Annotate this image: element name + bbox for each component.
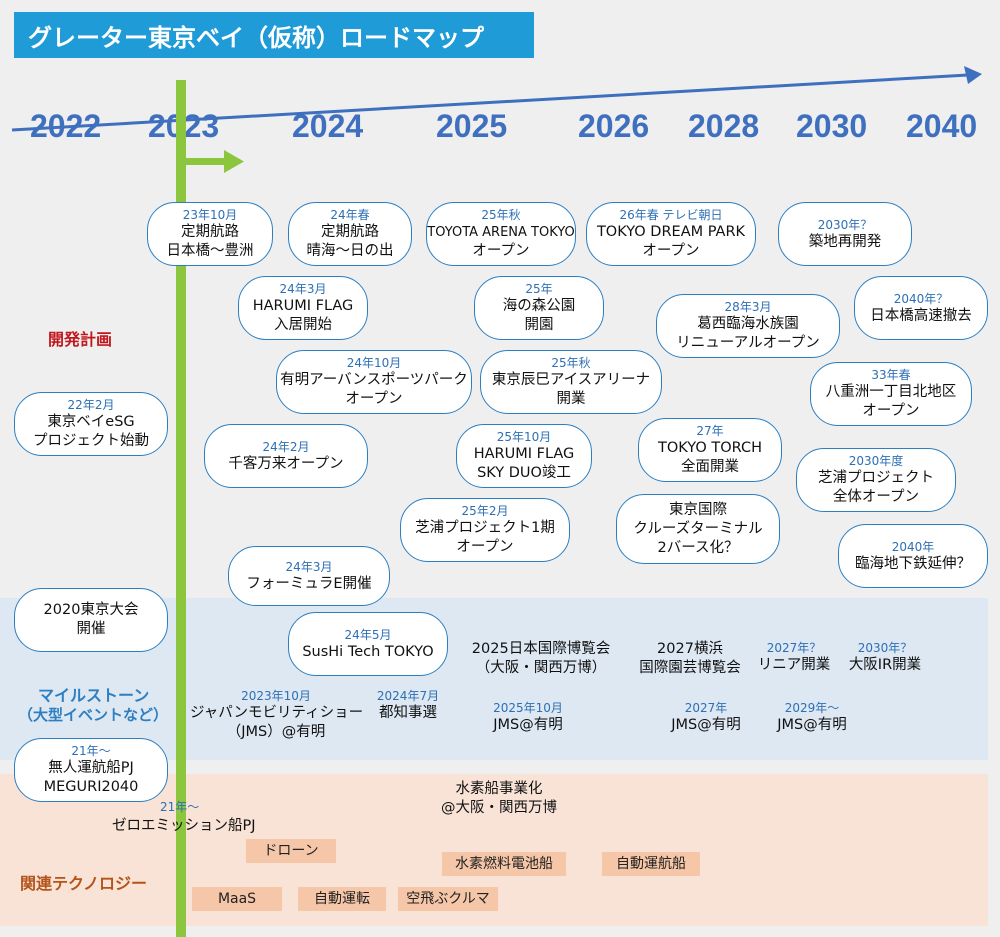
year-2040: 2040 (906, 108, 978, 144)
tech-tag-autonomous-ship: 自動運航船 (602, 852, 700, 876)
tech-zero-emission: ゼロエミッション船PJ (112, 818, 256, 834)
dev-item-rinkai-subway: 2040年臨海地下鉄延伸？ (838, 524, 988, 588)
tech-zero-emission-date: 21年～ (160, 800, 200, 814)
tech-hydrogen-ship: 水素船事業化@大阪・関西万博 (441, 781, 557, 816)
milestone-yokohama-expo: 2027横浜国際園芸博覧会 (639, 641, 741, 676)
tech-tag-maas: MaaS (192, 887, 282, 911)
milestone-jms-2023: 2023年10月ジャパンモビリティショー（JMS）@有明 (190, 689, 364, 740)
dev-item-ferry-harumi: 24年春定期航路晴海～日の出 (288, 202, 412, 266)
milestone-governor-election: 2024年7月都知事選 (376, 689, 440, 721)
year-2030: 2030 (796, 108, 868, 144)
milestone-expo-2025: 2025日本国際博覧会（大阪・関西万博） (471, 641, 611, 676)
dev-item-formula-e: 24年3月フォーミュラE開催 (228, 546, 390, 606)
dev-item-tokyo-2020: 2020東京大会開催 (14, 588, 168, 652)
dev-item-yaesu-north: 33年春八重洲一丁目北地区オープン (810, 362, 972, 426)
current-year-bar (176, 80, 186, 937)
tech-tag-flying-car: 空飛ぶクルマ (398, 887, 498, 911)
dev-item-senkyaku-banrai: 24年2月千客万来オープン (204, 424, 368, 488)
dev-item-tsukiji: 2030年？築地再開発 (778, 202, 912, 266)
section-technology: 関連テクノロジー (20, 874, 148, 893)
milestone-linear: 2027年？リニア開業 (757, 641, 831, 673)
milestone-osaka-ir: 2030年？大阪IR開業 (848, 641, 922, 673)
dev-item-tatsumi-ice-arena: 25年秋東京辰巳アイスアリーナ開業 (480, 350, 662, 414)
dev-item-nihonbashi-highway: 2040年？日本橋高速撤去 (854, 276, 988, 340)
dev-item-shibaura-full: 2030年度芝浦プロジェクト全体オープン (796, 448, 956, 512)
dev-item-kasai-aquarium: 28年3月葛西臨海水族園リニューアルオープン (656, 294, 840, 358)
tech-tag-hydrogen-fuel-cell-ship: 水素燃料電池船 (442, 852, 566, 876)
dev-item-ferry-nihonbashi: 23年10月定期航路日本橋～豊洲 (147, 202, 273, 266)
dev-item-umi-no-mori: 25年海の森公園開園 (474, 276, 604, 340)
dev-item-shibaura-phase1: 25年2月芝浦プロジェクト1期オープン (400, 498, 570, 562)
section-milestone: マイルストーン (38, 686, 150, 705)
tech-tag-autonomous-driving: 自動運転 (298, 887, 386, 911)
year-2022: 2022 (30, 108, 102, 144)
tech-tag-drone: ドローン (246, 839, 336, 863)
section-milestone-sub: （大型イベントなど） (18, 706, 169, 724)
year-2024: 2024 (292, 108, 364, 144)
year-2026: 2026 (578, 108, 650, 144)
current-year-arrow-icon (176, 150, 244, 173)
dev-item-ariake-urban-sports: 24年10月有明アーバンスポーツパークオープン (276, 350, 472, 414)
year-2028: 2028 (688, 108, 760, 144)
timeline-arrow (11, 66, 982, 132)
section-development: 開発計画 (48, 330, 113, 349)
year-2025: 2025 (436, 108, 508, 144)
page-title: グレーター東京ベイ（仮称）ロードマップ (14, 12, 534, 58)
milestone-jms-2029: 2029年～JMS@有明 (777, 701, 847, 733)
